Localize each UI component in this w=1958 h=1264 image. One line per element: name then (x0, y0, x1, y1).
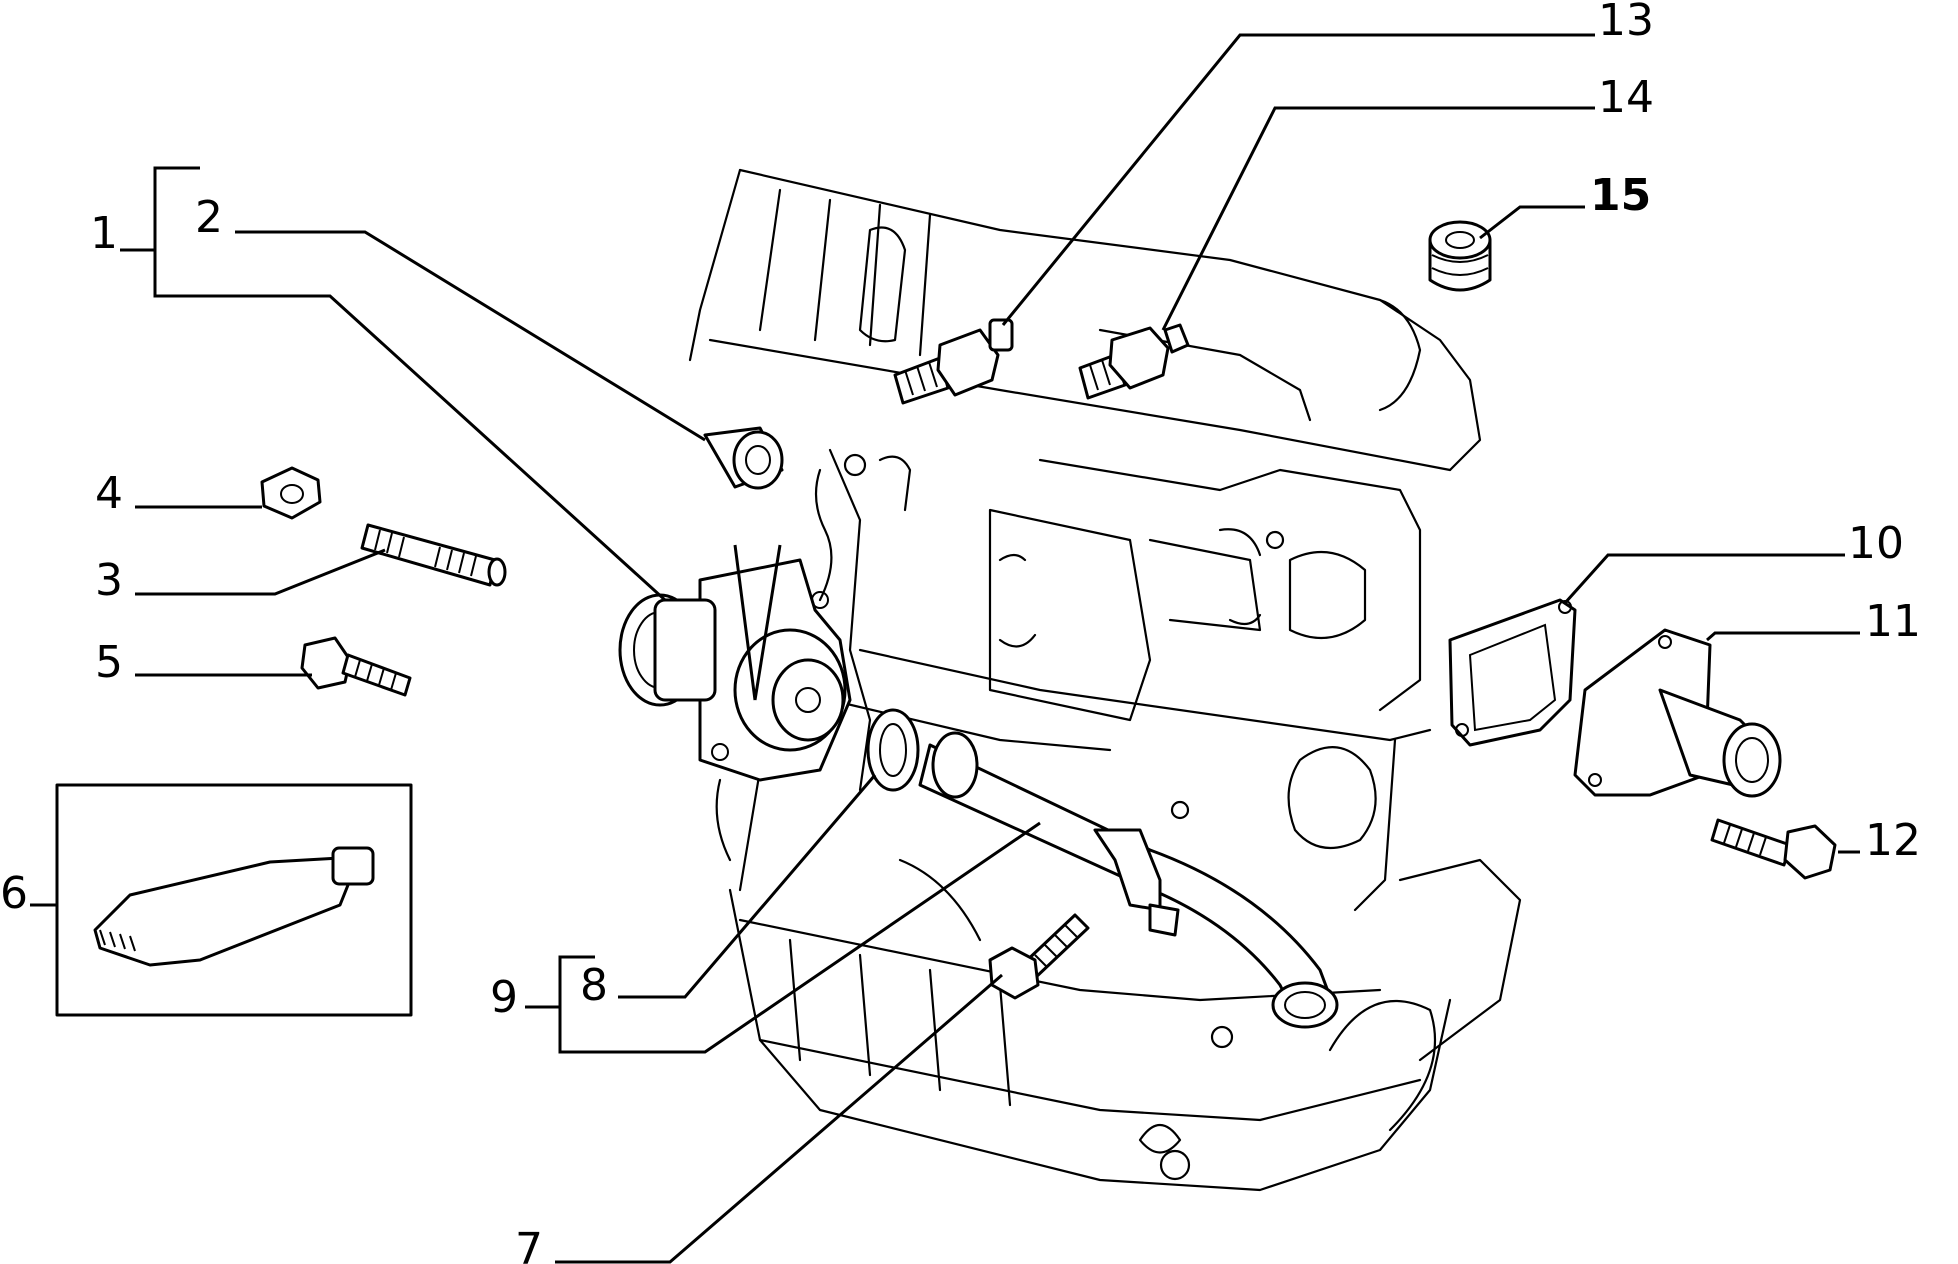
callout-8: 8 (580, 960, 608, 1011)
callout-2: 2 (195, 192, 223, 243)
callout-9: 9 (490, 972, 518, 1023)
coolant-pipe-9 (918, 731, 1339, 1029)
plug-15 (1428, 220, 1492, 292)
callout-13: 13 (1598, 0, 1654, 46)
sensor-14 (1078, 323, 1190, 400)
nut-4 (260, 466, 322, 520)
callout-5: 5 (95, 637, 123, 688)
sealant-tube-6 (55, 783, 413, 1017)
engine-block (688, 168, 1522, 1192)
callout-15: 15 (1590, 170, 1651, 221)
callout-14: 14 (1598, 72, 1654, 123)
callout-7: 7 (515, 1224, 543, 1264)
water-pump-1 (618, 558, 852, 782)
callout-3: 3 (95, 555, 123, 606)
callout-11: 11 (1865, 596, 1921, 647)
outlet-housing-11 (1573, 628, 1782, 798)
bolt-12 (1710, 818, 1837, 880)
gasket-10 (1448, 598, 1577, 747)
bolt-7 (988, 913, 1090, 1000)
seal-ring-8 (866, 708, 920, 792)
sensor-13 (893, 318, 1014, 405)
stud-3 (360, 523, 507, 587)
callout-10: 10 (1848, 518, 1904, 569)
bolt-5 (300, 636, 412, 697)
leader-lines (30, 33, 1860, 1264)
callout-12: 12 (1865, 815, 1921, 866)
bush-2 (703, 426, 784, 490)
callout-1: 1 (90, 208, 118, 259)
callout-6: 6 (0, 868, 28, 919)
callout-4: 4 (95, 468, 123, 519)
